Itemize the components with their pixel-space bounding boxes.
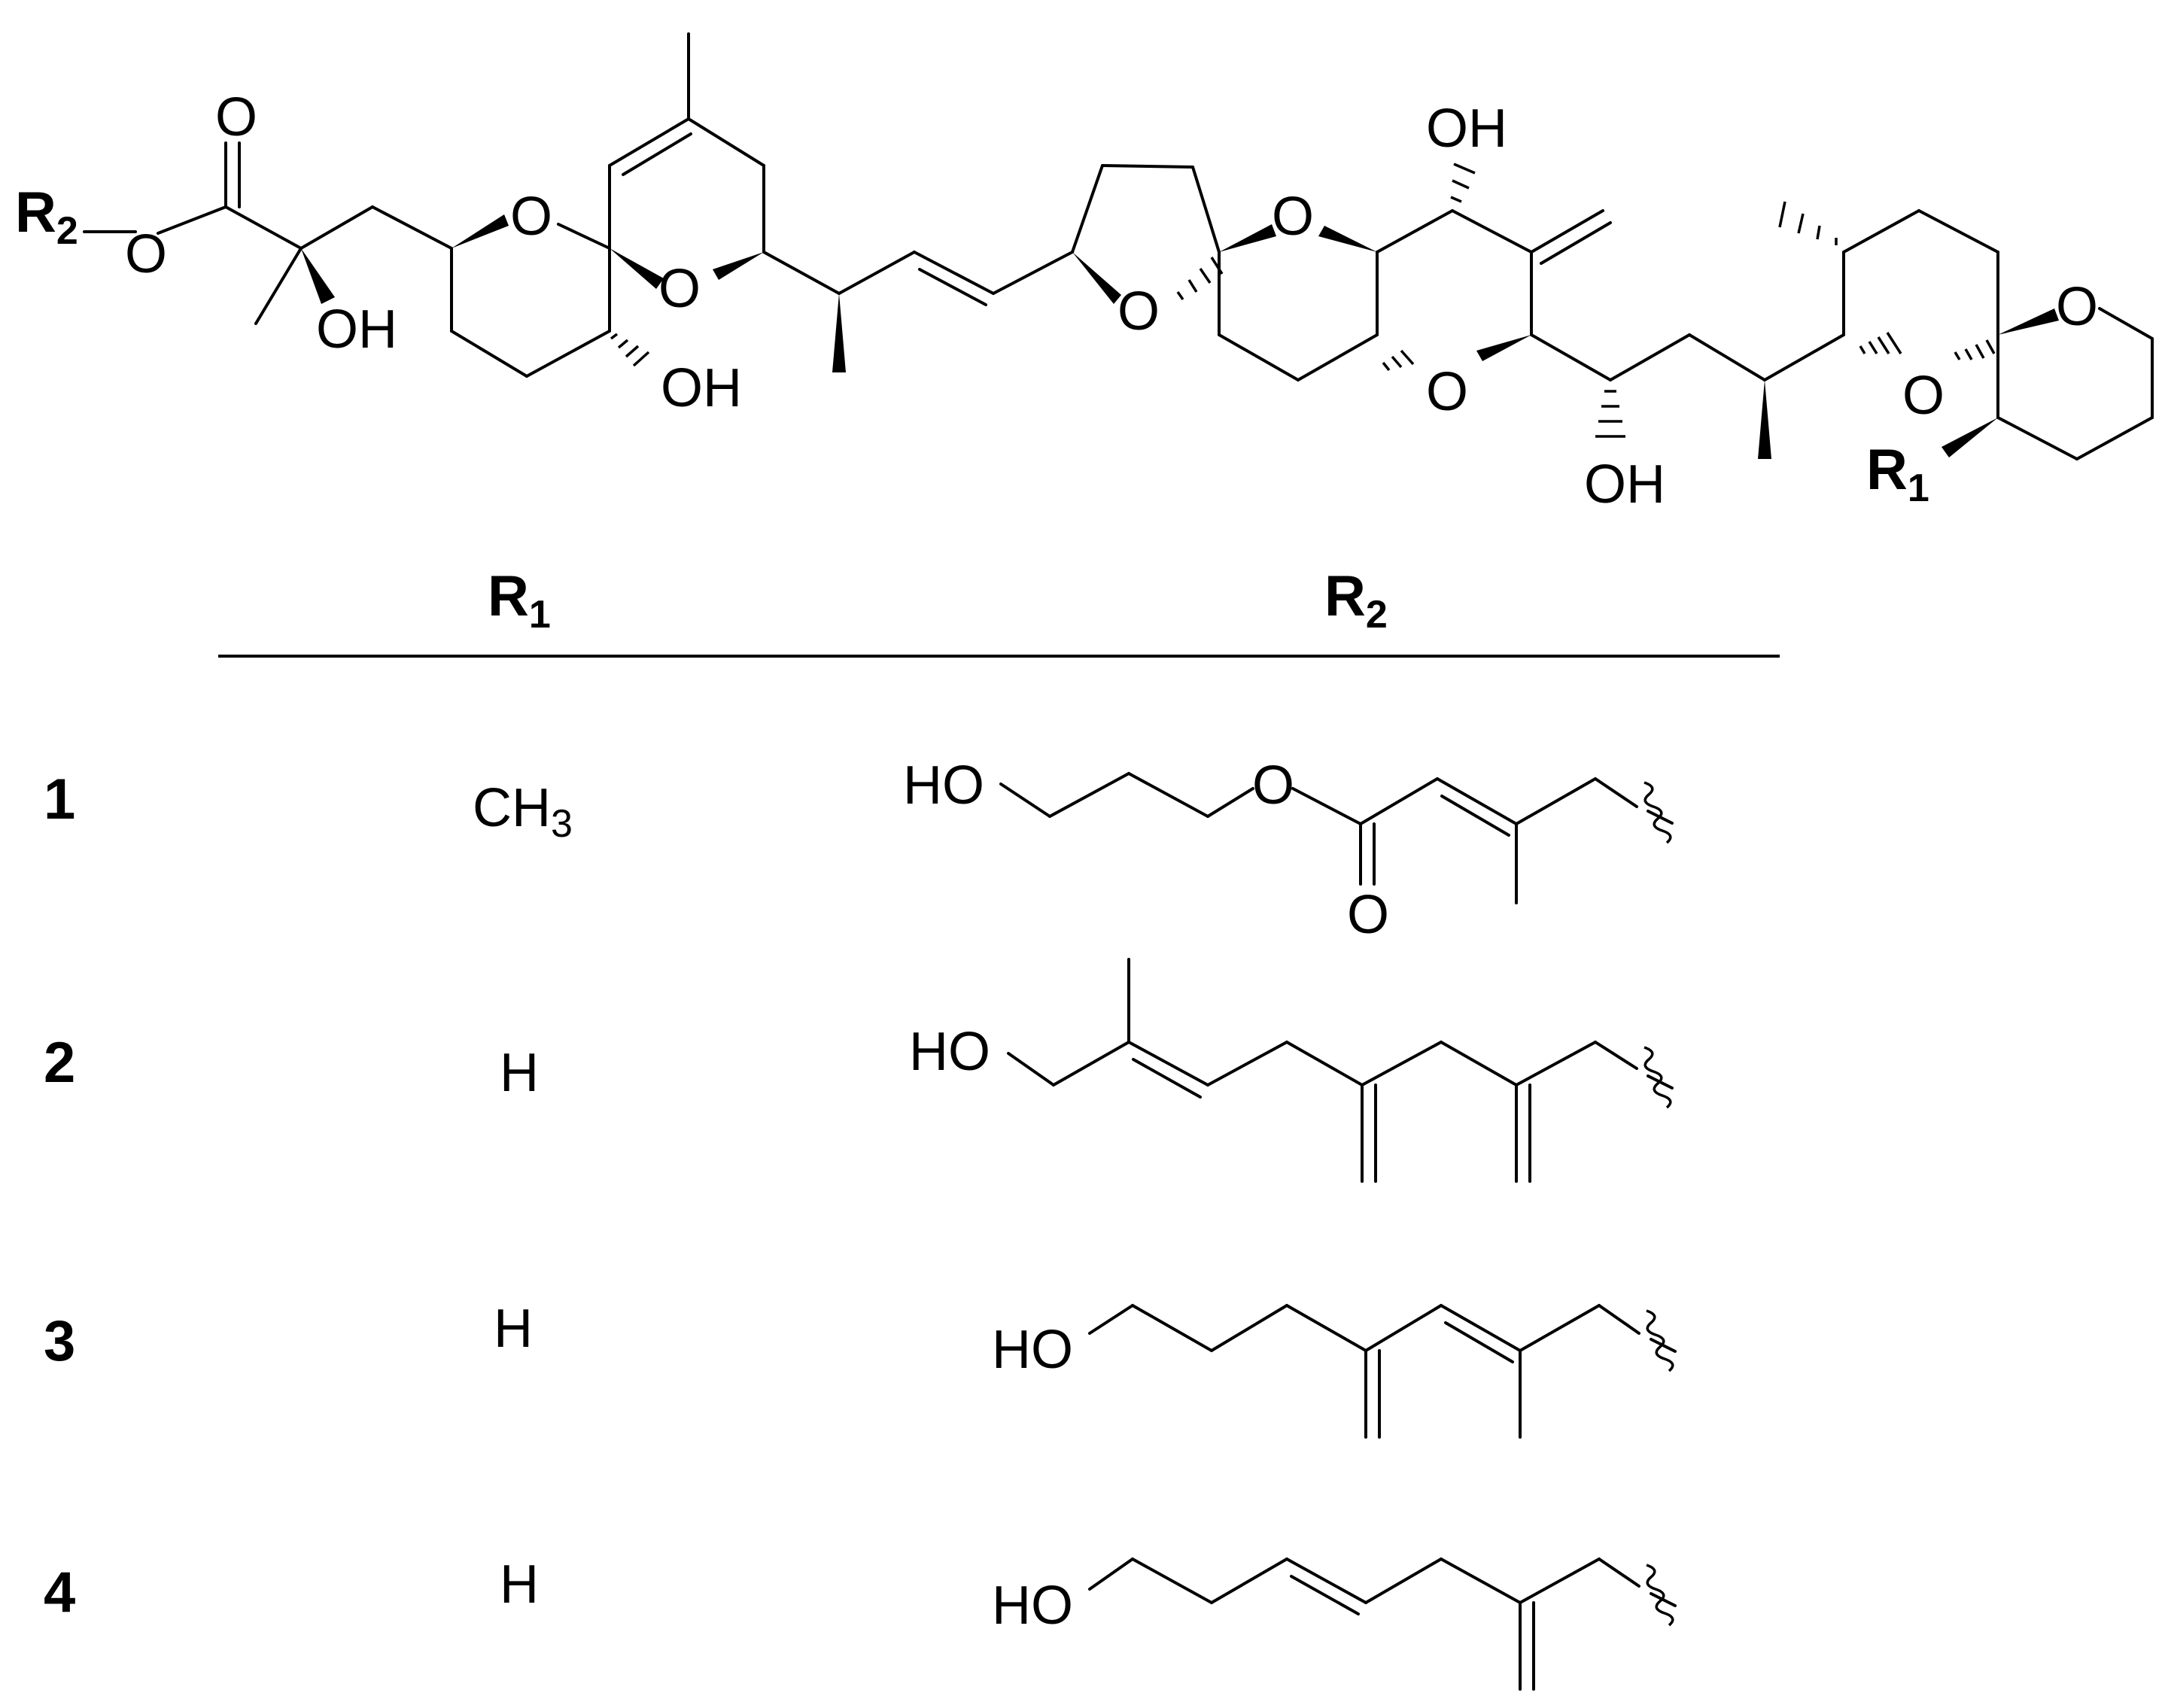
attachment-point <box>1644 1046 1672 1109</box>
carbonyl-oxygen: O <box>1347 885 1389 945</box>
ester-oxygen: O <box>125 224 167 284</box>
spiroketal-ring-A <box>450 32 765 378</box>
table-header-r2: R2 <box>1324 564 1388 637</box>
carbonyl-oxygen: O <box>215 87 257 147</box>
hydroxyl-label: HO <box>992 1576 1073 1636</box>
table-header-r1: R1 <box>488 564 551 637</box>
ring-oxygen-3: O <box>1117 281 1160 342</box>
ring-oxygen-7: O <box>2056 277 2098 337</box>
r1-value: CH3 <box>473 778 573 846</box>
attachment-point <box>1646 1309 1674 1372</box>
spiroketal-ring-B <box>1071 163 1612 381</box>
table-row: 1 CH3 HO O O <box>44 755 1674 945</box>
hydroxyl-label: HO <box>909 1022 990 1082</box>
attachment-point <box>1646 1564 1674 1627</box>
hydroxyl-2: OH <box>661 358 742 418</box>
r2-structure: HO O O <box>903 755 1674 945</box>
hydroxyl-label: HO <box>992 1320 1073 1380</box>
r1-value: H <box>500 1043 539 1103</box>
hashed-bond <box>1450 163 1476 203</box>
compound-number: 1 <box>44 767 75 831</box>
hashed-bond <box>1382 349 1415 372</box>
hashed-bond <box>1859 332 1902 354</box>
r1-label: R1 <box>1866 438 1929 510</box>
hashed-bond <box>1176 257 1224 301</box>
hashed-bond <box>610 333 650 367</box>
compound-number: 4 <box>44 1561 75 1624</box>
r2-label: R2 <box>15 181 78 253</box>
compound-number: 2 <box>44 1031 75 1095</box>
ring-oxygen-4: O <box>1272 187 1314 247</box>
core-structure <box>83 32 2154 460</box>
ester-oxygen: O <box>1252 755 1294 816</box>
table-row: 3 H HO <box>44 1299 1677 1439</box>
hashed-bond <box>1778 201 1838 245</box>
hydroxyl-1: OH <box>316 299 397 360</box>
r2-structure: HO <box>909 958 1674 1183</box>
side-chain <box>1530 333 1845 459</box>
hydroxyl-4: OH <box>1584 454 1665 515</box>
substituent-table: R1 R2 1 CH3 HO O O <box>44 564 1780 1691</box>
hashed-bond <box>1954 339 1996 360</box>
spiroketal-ring-C <box>1778 201 2154 460</box>
hashed-bond <box>1595 390 1625 438</box>
r1-value: H <box>494 1299 533 1359</box>
ring-oxygen-6: O <box>1902 366 1945 426</box>
ester-terminus <box>83 141 453 325</box>
linker-chain <box>762 251 1074 372</box>
hydroxyl-label: HO <box>903 755 984 816</box>
core-atom-labels: R2 O O OH O O OH O O OH O OH O O R1 <box>15 87 2098 515</box>
hydroxyl-3: OH <box>1426 99 1507 159</box>
attachment-point <box>1644 781 1672 844</box>
table-row: 4 H HO <box>44 1555 1677 1691</box>
compound-number: 3 <box>44 1309 75 1373</box>
r2-structure: HO <box>992 1558 1677 1691</box>
ring-oxygen-2: O <box>658 259 701 319</box>
ring-oxygen-5: O <box>1426 362 1468 422</box>
r1-value: H <box>500 1555 539 1615</box>
r2-structure: HO <box>992 1304 1677 1439</box>
ring-oxygen-1: O <box>510 187 552 247</box>
table-row: 2 H HO <box>44 958 1674 1183</box>
